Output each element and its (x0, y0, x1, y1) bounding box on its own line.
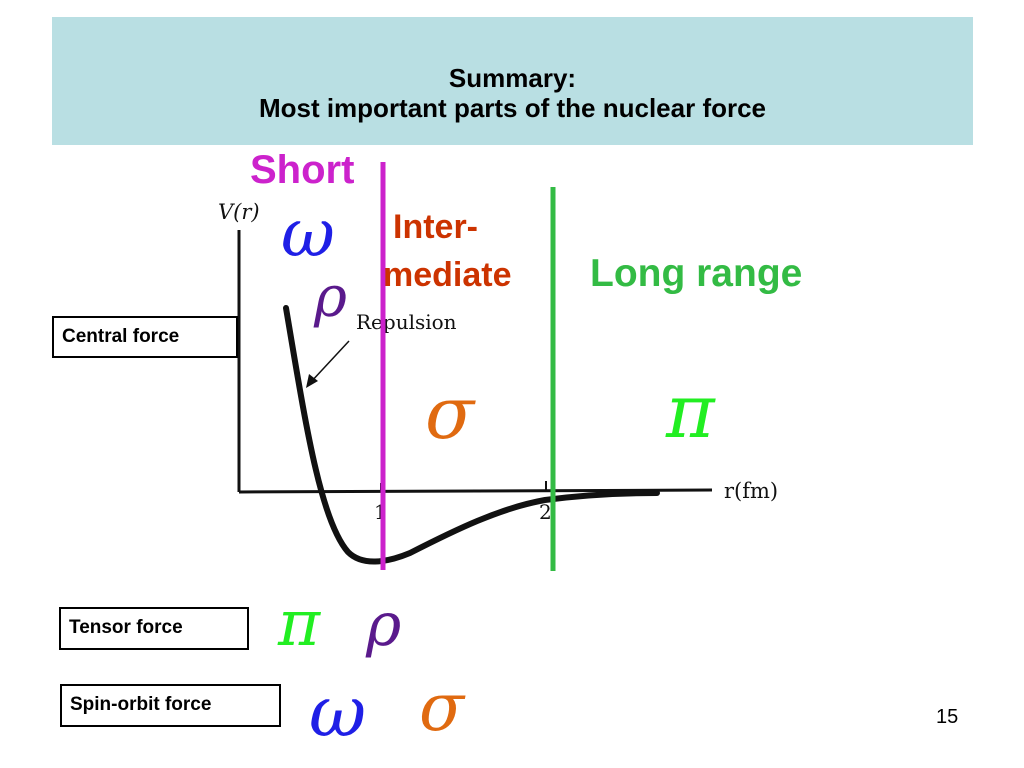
x-axis-label: r(fm) (724, 479, 778, 503)
rho-symbol-short: ρ (313, 265, 347, 330)
slide-title-line-1: Summary: (448, 63, 577, 93)
intermediate-range-label-line-2: mediate (383, 256, 512, 294)
sigma-symbol-spin-orbit: σ (419, 669, 466, 746)
tensor-force-box: Tensor force (59, 607, 249, 650)
y-axis-label: V(r) (218, 200, 260, 224)
rho-symbol-tensor: ρ (365, 590, 401, 660)
repulsion-arrowhead (306, 374, 318, 388)
long-range-label: Long range (590, 252, 803, 295)
repulsion-arrow (309, 340, 350, 384)
x-tick-label-2: 2 (539, 500, 552, 524)
pi-symbol-tensor: π (277, 587, 321, 661)
repulsion-label: Repulsion (356, 310, 457, 334)
title-banner: Summary: Most important parts of the nuc… (52, 17, 973, 145)
page-number: 15 (936, 706, 959, 728)
omega-symbol-spin-orbit: ω (309, 671, 366, 753)
potential-curve (283, 305, 660, 565)
omega-symbol-short: ω (281, 195, 335, 272)
pi-symbol-long: π (665, 369, 716, 455)
sigma-symbol-intermediate: σ (425, 371, 476, 455)
central-force-box: Central force (52, 316, 238, 358)
short-range-label: Short (250, 148, 355, 192)
intermediate-range-label-line-1: Inter- (393, 208, 478, 246)
slide-title-line-2: Most important parts of the nuclear forc… (258, 93, 767, 123)
spin-orbit-force-box: Spin-orbit force (60, 684, 281, 727)
